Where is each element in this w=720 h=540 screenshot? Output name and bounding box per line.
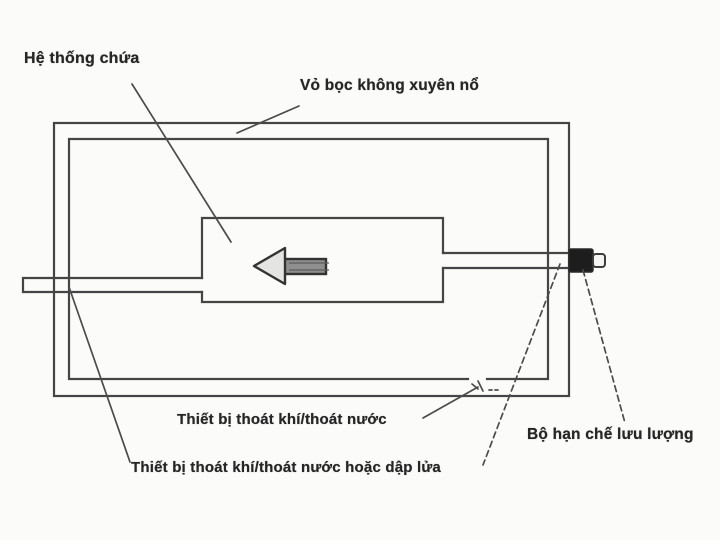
flow-restrictor-outlet-cap — [592, 253, 606, 268]
label-flow-restrictor: Bộ hạn chế lưu lượng — [527, 426, 694, 443]
label-containment-system: Hệ thống chứa — [24, 50, 140, 67]
leader-flameproof-enclosure — [236, 105, 300, 134]
label-vent-drain-or-flame-arrest-device: Thiết bị thoát khí/thoát nước hoặc dập l… — [131, 459, 441, 476]
label-flameproof-enclosure: Vỏ bọc không xuyên nổ — [300, 77, 480, 94]
flow-arrow-tail — [282, 257, 328, 276]
label-vent-drain-device: Thiết bị thoát khí/thoát nước — [177, 411, 387, 428]
leader-vent-drain-device — [422, 386, 479, 419]
inner-enclosure-wall — [67, 137, 550, 381]
left-pipe — [21, 276, 204, 294]
flow-restrictor-block — [568, 248, 594, 273]
leader-vent-flame-left — [68, 286, 131, 463]
leader-containment-system — [131, 83, 232, 243]
flow-arrow-tail-texture — [289, 262, 329, 271]
leader-flow-restrictor — [582, 269, 626, 424]
flow-arrow-head — [252, 246, 287, 286]
containment-box — [200, 216, 445, 304]
right-pipe — [441, 251, 572, 270]
flow-arrow-icon — [252, 246, 329, 286]
leader-vent-flame-right — [482, 263, 561, 466]
vent-device-mark — [471, 380, 500, 392]
